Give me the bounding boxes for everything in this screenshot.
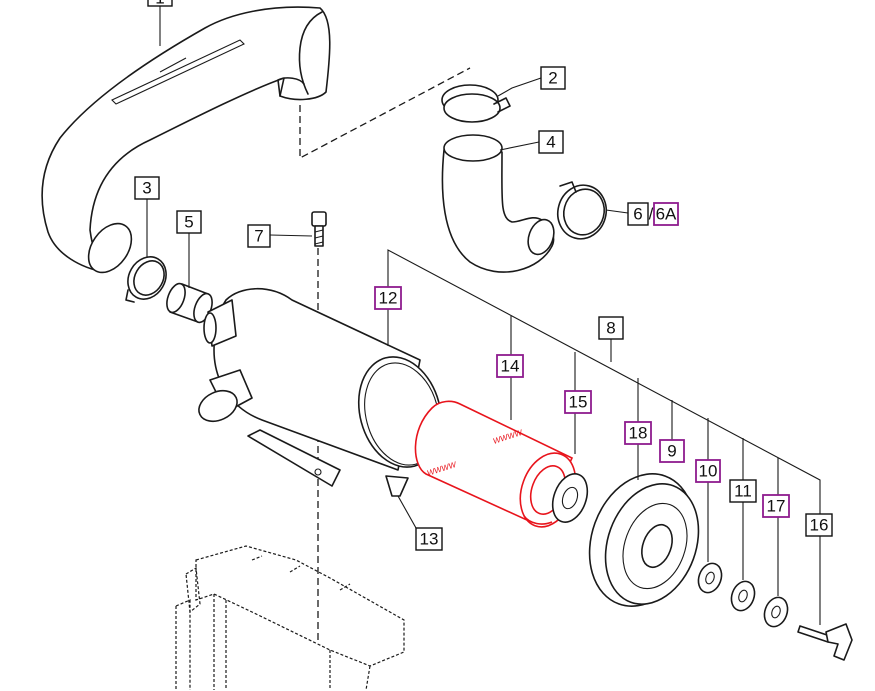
washer-11 xyxy=(730,580,756,612)
air-cleaner-housing xyxy=(198,288,443,497)
callout-15: 15 xyxy=(564,390,592,414)
callout-9: 9 xyxy=(659,439,685,463)
svg-text:11: 11 xyxy=(734,482,752,501)
washer-17 xyxy=(763,596,789,628)
svg-text:5: 5 xyxy=(184,213,193,232)
svg-text:15: 15 xyxy=(569,393,588,412)
svg-text:3: 3 xyxy=(142,179,151,198)
svg-text:10: 10 xyxy=(699,462,718,481)
leader-lines xyxy=(146,6,821,625)
bolt-7 xyxy=(311,211,327,247)
callout-6-6a: 6 / 6A xyxy=(627,202,679,226)
callout-17: 17 xyxy=(762,494,790,518)
svg-text:18: 18 xyxy=(629,424,648,443)
clamp-3 xyxy=(125,256,167,303)
callout-5: 5 xyxy=(176,210,202,234)
end-cover xyxy=(588,473,700,607)
mounting-frame xyxy=(175,545,405,691)
routing-line xyxy=(299,67,471,160)
svg-text:14: 14 xyxy=(501,357,520,376)
intake-duct xyxy=(41,6,331,274)
svg-text:17: 17 xyxy=(767,497,786,516)
hose-clamp-upper xyxy=(441,84,511,123)
svg-text:2: 2 xyxy=(548,69,557,88)
svg-text:7: 7 xyxy=(254,227,263,246)
callout-4: 4 xyxy=(538,130,564,154)
callout-18: 18 xyxy=(624,421,652,445)
svg-text:6A: 6A xyxy=(656,205,677,224)
callout-3: 3 xyxy=(134,176,160,200)
svg-text:12: 12 xyxy=(379,289,398,308)
callout-7: 7 xyxy=(247,224,271,248)
callout-12: 12 xyxy=(374,286,402,310)
hose-clamp-lower xyxy=(556,181,608,240)
callout-2: 2 xyxy=(540,66,566,90)
callout-14: 14 xyxy=(496,354,524,378)
svg-text:/: / xyxy=(649,205,654,224)
callout-16: 16 xyxy=(805,513,833,537)
elbow-hose xyxy=(441,134,555,273)
svg-text:9: 9 xyxy=(667,442,676,461)
callout-10: 10 xyxy=(695,459,721,483)
seal-washer-15 xyxy=(551,473,589,523)
callout-8: 8 xyxy=(598,316,624,340)
callout-13: 13 xyxy=(415,527,443,551)
callout-1: 1 xyxy=(147,0,173,8)
svg-text:6: 6 xyxy=(633,205,642,224)
callout-11: 11 xyxy=(729,479,757,503)
wing-bolt-16 xyxy=(797,623,853,661)
svg-text:13: 13 xyxy=(420,530,439,549)
svg-text:16: 16 xyxy=(810,516,829,535)
washer-10 xyxy=(697,562,723,594)
svg-text:8: 8 xyxy=(606,319,615,338)
svg-text:1: 1 xyxy=(155,0,164,8)
svg-text:4: 4 xyxy=(546,133,555,152)
